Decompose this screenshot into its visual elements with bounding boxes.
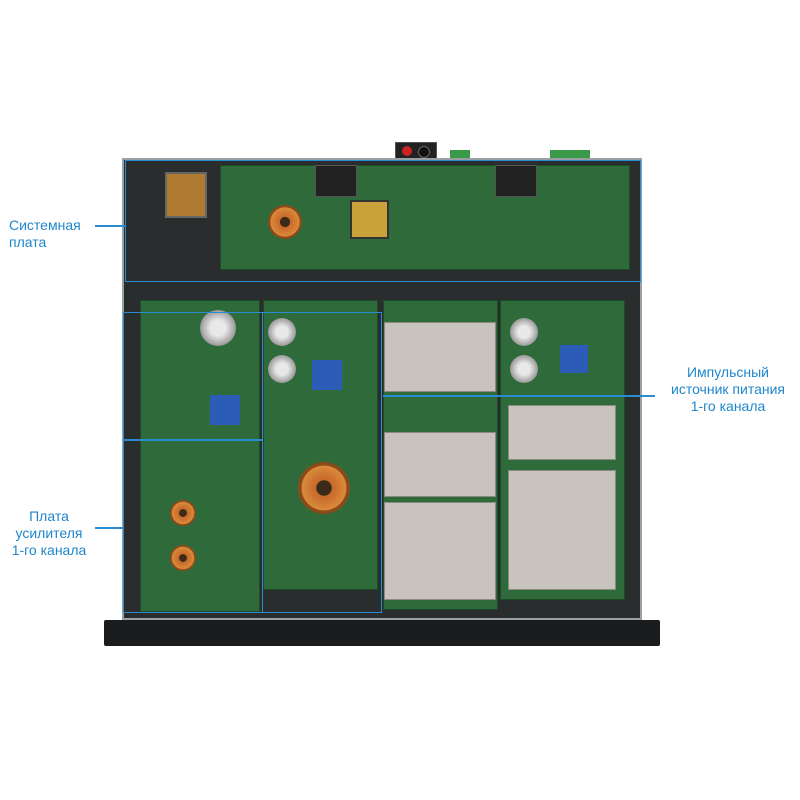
transformer (210, 395, 240, 425)
power-socket (315, 165, 357, 197)
label-line: 1-го канала (11, 542, 87, 558)
transformer (350, 200, 389, 239)
input-connector (450, 150, 470, 160)
amp-board-highlight (262, 312, 382, 613)
heatsink (508, 470, 616, 590)
toroid-inductor (298, 462, 350, 514)
heatsink (508, 405, 616, 460)
inductor (170, 545, 196, 571)
capacitor (268, 318, 296, 346)
label-line: Импульсный (686, 364, 770, 380)
system-board-highlight (125, 160, 641, 282)
amp-board-pcb (140, 300, 260, 612)
capacitor (510, 318, 538, 346)
inductor (170, 500, 196, 526)
amp-board-label: Плата усилителя 1-го канала (0, 508, 98, 559)
heatsink (384, 322, 496, 392)
system-board-label: Системная плата (9, 217, 94, 251)
leader-line (95, 225, 125, 227)
transformer (312, 360, 342, 390)
label-text: Системная плата (9, 217, 81, 250)
capacitor (200, 310, 236, 346)
power-socket (495, 165, 537, 197)
input-connector (550, 150, 590, 160)
amp-board-pcb (263, 300, 378, 590)
leader-line (95, 527, 123, 529)
psu-highlight (123, 312, 263, 440)
red-terminal (402, 146, 412, 156)
label-line: 1-го канала (690, 398, 766, 414)
capacitor (510, 355, 538, 383)
transformer (165, 172, 207, 218)
label-line: Плата (29, 508, 69, 524)
label-line: усилителя (15, 525, 83, 541)
amp-board-highlight (123, 440, 263, 613)
inductor (268, 205, 302, 239)
black-terminal (418, 146, 430, 158)
leader-line (383, 395, 655, 397)
front-panel (104, 620, 660, 646)
heatsink (384, 502, 496, 600)
transformer (560, 345, 588, 373)
label-line: источник питания (671, 381, 785, 397)
heatsink (384, 432, 496, 497)
capacitor (268, 355, 296, 383)
switching-psu-label: Импульсный источник питания 1-го канала (658, 364, 798, 415)
